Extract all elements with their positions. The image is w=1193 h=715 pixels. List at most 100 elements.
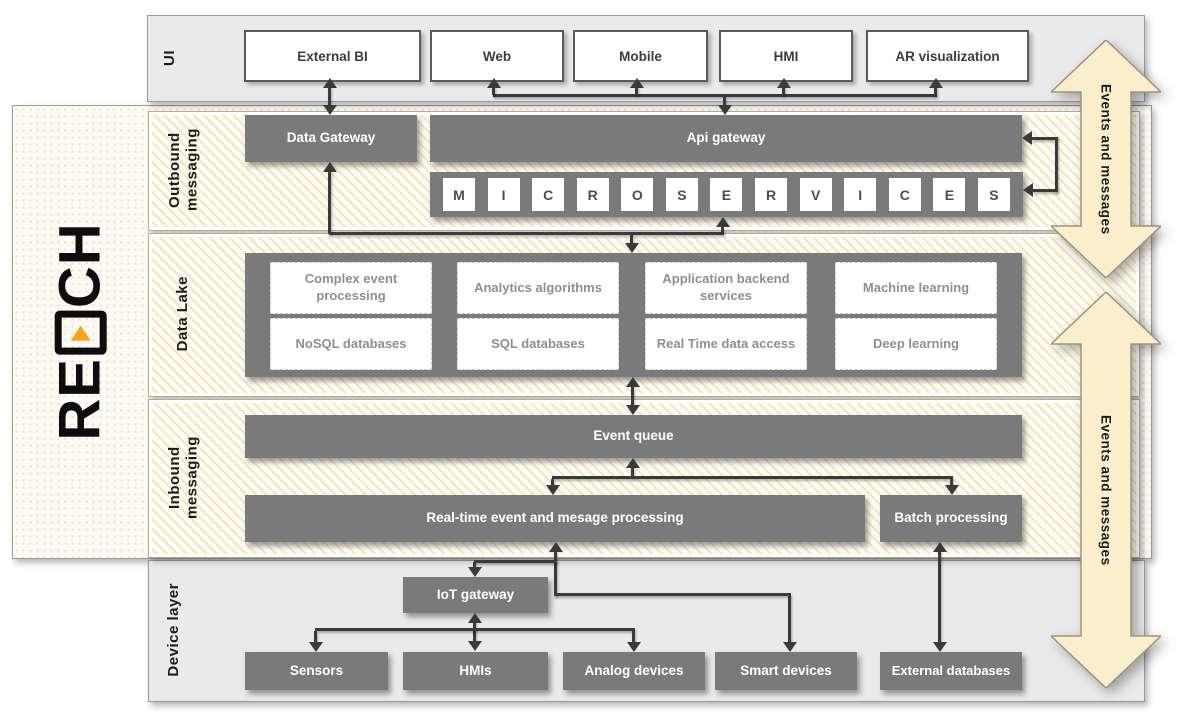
connector-arrowhead	[625, 243, 639, 253]
event-queue-box: Event queue	[245, 415, 1022, 458]
device-box-analog-devices: Analog devices	[563, 652, 705, 690]
connector-line	[631, 466, 634, 478]
microservices-letter: R	[755, 178, 788, 211]
lake-box-sql-databases: SQL databases	[457, 318, 619, 370]
lake-box-complex-event-processing: Complex event processing	[270, 262, 432, 314]
connector-line	[554, 550, 557, 596]
connector-line	[474, 560, 557, 563]
ui-box-web: Web	[430, 30, 564, 82]
ui-box-ar-visualization: AR visualization	[866, 30, 1029, 82]
connector-line	[950, 479, 953, 487]
microservices-letter: C	[888, 178, 921, 211]
connector-line	[631, 385, 634, 405]
connector-line	[788, 595, 791, 644]
ui-box-mobile: Mobile	[573, 30, 708, 82]
device-box-external-databases: External databases	[880, 652, 1022, 690]
connector-line	[555, 593, 791, 596]
connector-line	[938, 550, 941, 643]
microservices-letter: E	[710, 178, 743, 211]
connector-arrowhead	[777, 78, 791, 88]
events-messages-label-top: Events and messages	[1098, 83, 1114, 235]
logo-text-post: CH	[47, 221, 113, 308]
batch-processing-box: Batch processing	[880, 495, 1022, 542]
lake-box-machine-learning: Machine learning	[835, 262, 997, 314]
microservices-bar: M I C R O S E R V I C E S	[430, 172, 1023, 217]
connector-arrowhead	[323, 105, 337, 115]
reach-logo: RE CH	[14, 107, 146, 555]
lake-box-nosql-databases: NoSQL databases	[270, 318, 432, 370]
connector-line	[723, 97, 726, 107]
connector-line	[552, 476, 953, 479]
ui-box-hmi: HMI	[719, 30, 853, 82]
connector-arrowhead	[627, 642, 641, 652]
connector-arrowhead	[929, 78, 943, 88]
connector-arrowhead	[546, 485, 560, 495]
device-box-hmis: HMIs	[403, 652, 548, 690]
events-messages-arrow-bottom	[1051, 292, 1161, 688]
lake-box-analytics-algorithms: Analytics algorithms	[457, 262, 619, 314]
connector-line	[328, 170, 331, 234]
microservices-letter: M	[443, 178, 475, 211]
microservices-letter: I	[844, 178, 877, 211]
connector-arrowhead	[626, 405, 640, 415]
connector-line	[721, 227, 724, 233]
connector-line	[1055, 137, 1058, 192]
connector-arrowhead	[323, 162, 337, 172]
logo-triangle-icon	[54, 310, 107, 355]
connector-arrowhead	[1022, 131, 1032, 145]
realtime-processing-box: Real-time event and mesage processing	[245, 495, 865, 542]
data-gateway-box: Data Gateway	[245, 115, 417, 162]
connector-line	[473, 562, 476, 570]
connector-arrowhead	[718, 105, 732, 115]
connector-line	[315, 628, 635, 631]
connector-line	[328, 86, 331, 107]
connector-line	[632, 631, 635, 643]
events-messages-arrow-top	[1051, 40, 1161, 278]
connector-arrowhead	[933, 642, 947, 652]
microservices-letter: I	[487, 178, 520, 211]
connector-line	[1032, 137, 1058, 140]
connector-line	[551, 479, 554, 487]
connector-line	[782, 86, 785, 95]
lake-box-real-time-data-access: Real Time data access	[645, 318, 807, 370]
connector-arrowhead	[716, 217, 730, 227]
connector-line	[492, 86, 495, 95]
microservices-letter: S	[665, 178, 698, 211]
connector-arrowhead	[1023, 183, 1033, 197]
connector-arrowhead	[468, 641, 482, 651]
microservices-letter: V	[799, 178, 832, 211]
lake-box-application-backend-services: Application backend services	[645, 262, 807, 314]
connector-arrowhead	[487, 78, 501, 88]
connector-line	[934, 86, 937, 95]
connector-line	[635, 86, 638, 95]
connector-arrowhead	[933, 542, 947, 552]
connector-line	[493, 94, 937, 97]
connector-arrowhead	[945, 485, 959, 495]
ui-box-external-bi: External BI	[244, 30, 421, 82]
connector-line	[473, 621, 476, 641]
connector-arrowhead	[626, 458, 640, 468]
connector-arrowhead	[630, 78, 644, 88]
connector-arrowhead	[783, 642, 797, 652]
connector-arrowhead	[549, 542, 563, 552]
connector-line	[329, 232, 724, 235]
iot-gateway-box: IoT gateway	[403, 577, 548, 613]
events-messages-label-bottom: Events and messages	[1098, 414, 1114, 566]
microservices-letter: C	[532, 178, 565, 211]
connector-arrowhead	[309, 642, 323, 652]
microservices-letter: S	[977, 178, 1010, 211]
microservices-letter: E	[933, 178, 966, 211]
connector-line	[314, 631, 317, 643]
connector-arrowhead	[323, 78, 337, 88]
device-box-sensors: Sensors	[245, 652, 388, 690]
api-gateway-box: Api gateway	[430, 115, 1022, 162]
connector-arrowhead	[468, 567, 482, 577]
logo-text-pre: RE	[47, 357, 113, 441]
connector-line	[630, 235, 633, 244]
microservices-letter: O	[621, 178, 654, 211]
device-box-smart-devices: Smart devices	[715, 652, 857, 690]
lake-box-deep-learning: Deep learning	[835, 318, 997, 370]
microservices-letter: R	[576, 178, 609, 211]
connector-arrowhead	[626, 377, 640, 387]
